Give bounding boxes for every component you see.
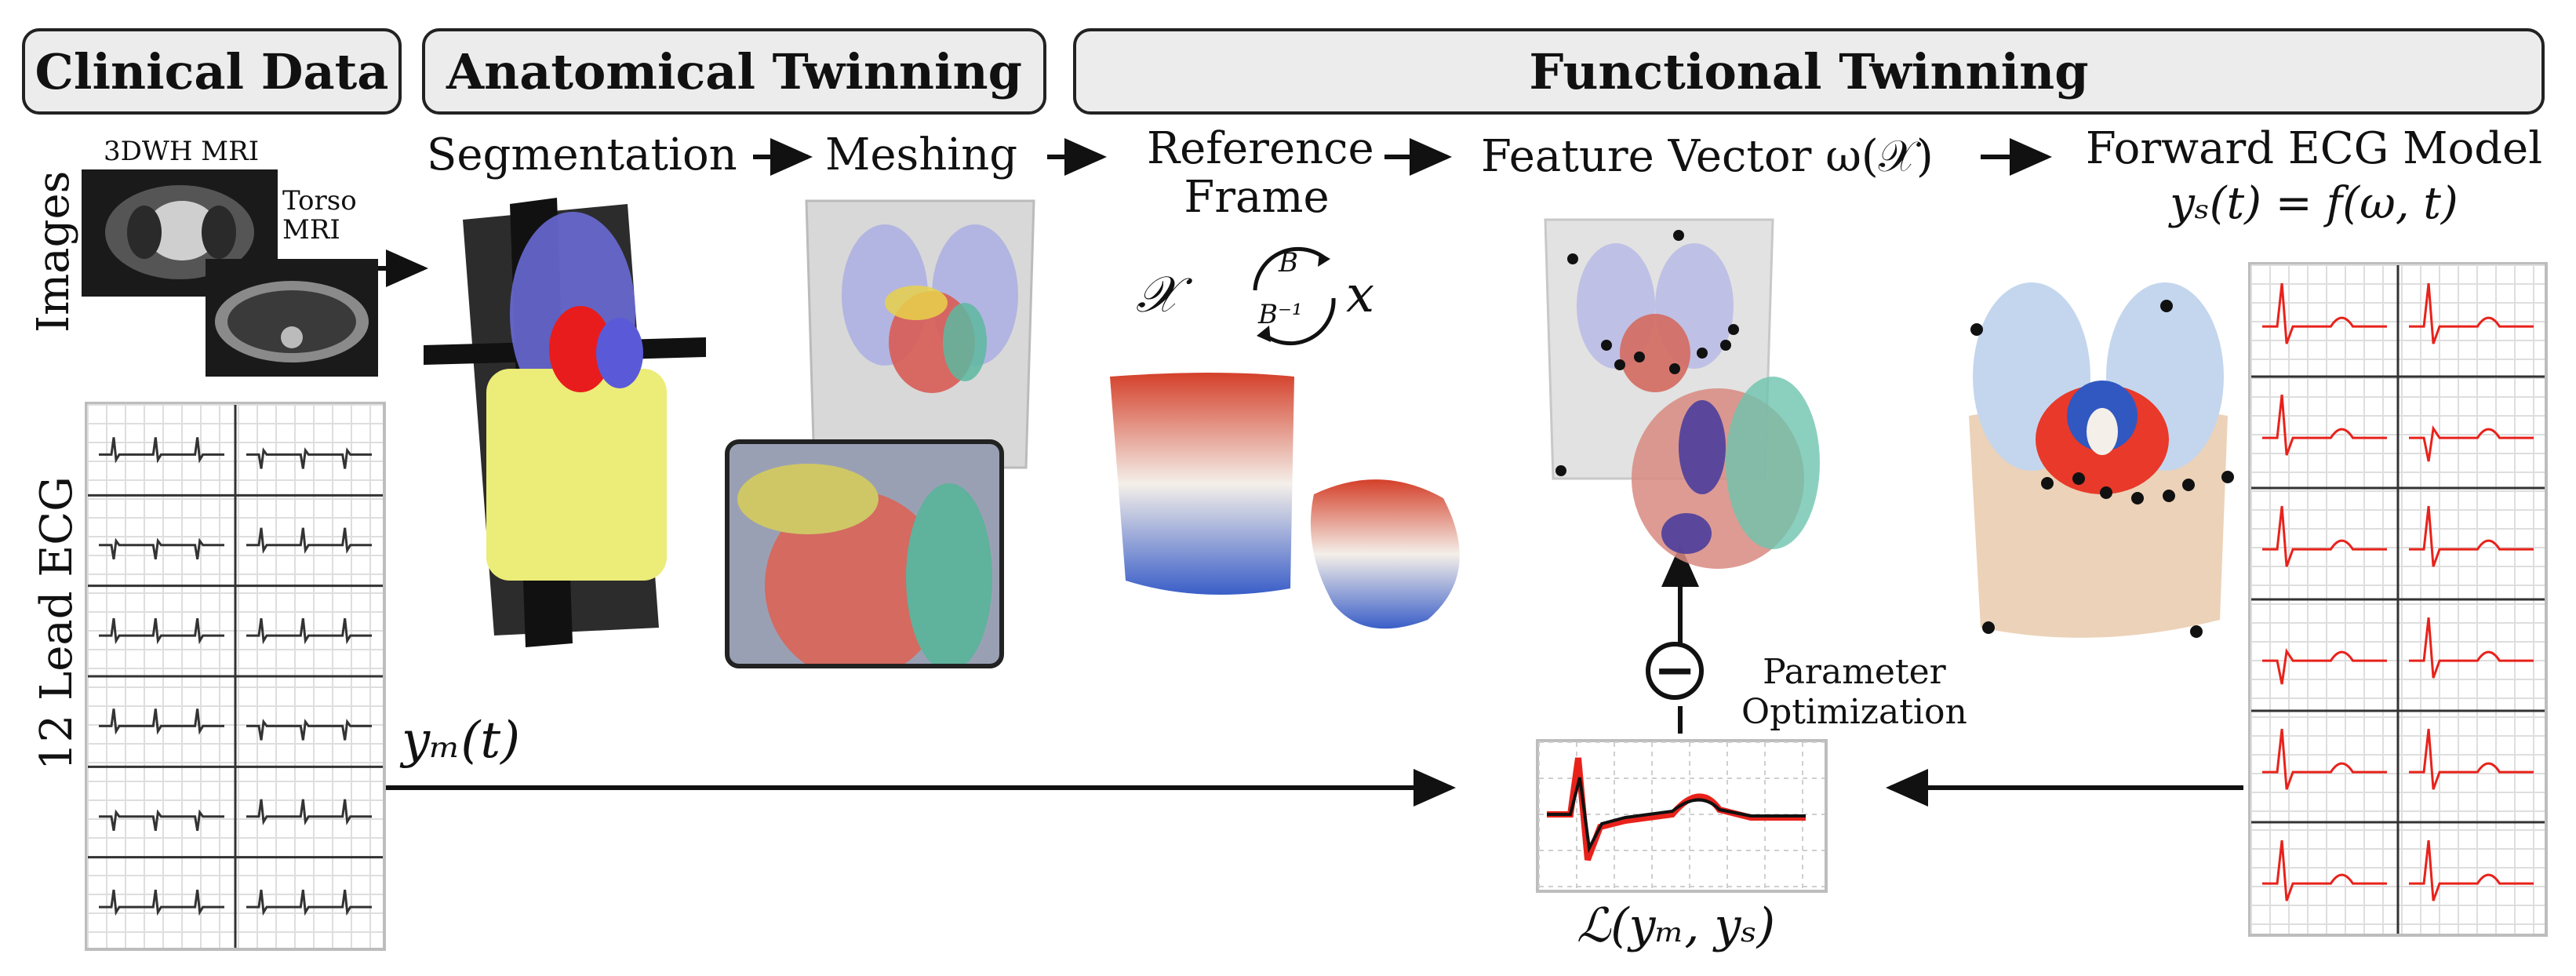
reference-frame-image <box>1110 373 1460 629</box>
anatomical-coords-symbol: 𝒳 <box>1136 266 1180 324</box>
functional-twinning-header: Functional Twinning <box>1073 28 2545 115</box>
reference-label-line1: Reference <box>1147 123 1374 174</box>
feature-vector-label: Feature Vector ω(𝒳) <box>1481 131 1934 182</box>
forward-model-equation: yₛ(t) = f(ω, t) <box>2170 178 2458 229</box>
mapping-B-inverse-label: B⁻¹ <box>1258 299 1303 330</box>
measured-ecg-symbol: yₘ(t) <box>402 712 521 770</box>
heart-mesh-zoom <box>725 439 1004 668</box>
loss-comparison-traces <box>1538 741 1825 890</box>
subtract-operator-icon: − <box>1646 642 1704 700</box>
reference-label-line2: Frame <box>1184 172 1330 223</box>
images-side-label: Images <box>28 170 79 333</box>
measured-ecg-traces <box>87 404 383 948</box>
parameter-label-line2: Optimization <box>1741 691 1967 732</box>
feature-vector-image <box>1544 218 1820 569</box>
anatomical-twinning-header: Anatomical Twinning <box>422 28 1046 115</box>
simulated-ecg-traces <box>2250 264 2545 934</box>
torso-mesh-image <box>805 199 1035 469</box>
reference-coords-symbol: x <box>1346 266 1375 324</box>
parameter-optimization-label: Parameter Optimization <box>1741 652 1967 732</box>
simulated-ecg-panel <box>2248 262 2548 937</box>
mapping-cycle-arrows <box>1253 246 1336 346</box>
loss-function-symbol: ℒ(yₘ, yₛ) <box>1577 898 1775 953</box>
measured-ecg-panel <box>85 402 386 951</box>
3dwh-mri-image <box>82 169 278 297</box>
reference-frame-label: Reference Frame <box>1147 123 1374 223</box>
forward-model-image <box>1969 282 2234 638</box>
torso-mri-image <box>206 259 378 377</box>
parameter-label-line1: Parameter <box>1763 652 1946 692</box>
forward-ecg-model-label: Forward ECG Model yₛ(t) = f(ω, t) <box>2079 127 2549 226</box>
segmentation-label: Segmentation <box>427 129 737 180</box>
loss-comparison-panel <box>1536 739 1828 893</box>
forward-label-line1: Forward ECG Model <box>2085 123 2543 174</box>
meshing-label: Meshing <box>825 129 1018 180</box>
segmentation-image <box>424 198 706 647</box>
3dwh-mri-label: 3DWH MRI <box>104 136 260 167</box>
12-lead-ecg-side-label: 12 Lead ECG <box>31 476 82 770</box>
clinical-data-header: Clinical Data <box>22 28 402 115</box>
torso-label-line1: Torso <box>282 185 357 217</box>
torso-label-line2: MRI <box>282 214 340 246</box>
torso-mri-label: Torso MRI <box>282 185 357 246</box>
